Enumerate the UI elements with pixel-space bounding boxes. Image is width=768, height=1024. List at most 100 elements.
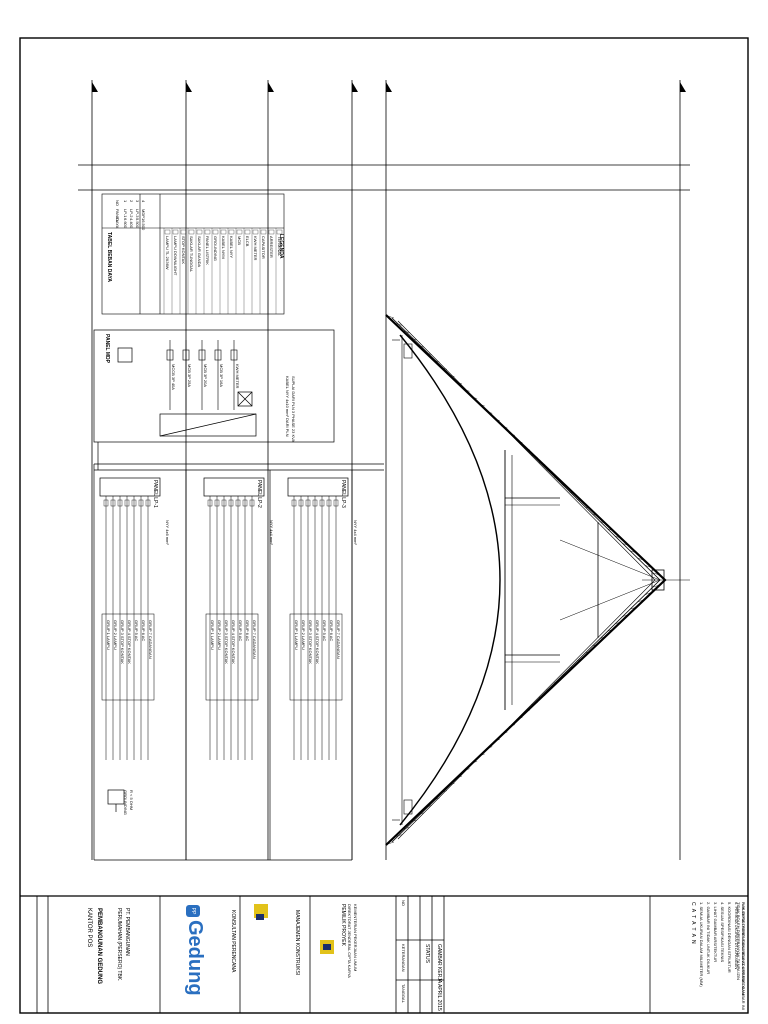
legend-rows (163, 228, 283, 314)
circuit-breaker (117, 499, 123, 507)
circuit-label: GRUP 6 AC (245, 620, 250, 642)
hatch-top (425, 352, 432, 355)
hatch-top (523, 447, 531, 451)
hatch-top (395, 323, 402, 326)
hatch-bottom (584, 651, 591, 654)
table-cell: LP-1 (123, 209, 128, 218)
hatch-top (569, 491, 576, 495)
hatch-top (539, 462, 546, 465)
hatch-top (561, 484, 568, 487)
hatch-bottom (599, 636, 606, 639)
date-value: APRIL 2015 (436, 984, 442, 1011)
table-header-cell: DAYA (115, 218, 120, 229)
circuit-label: GRUP 7 CADANGAN (252, 620, 257, 659)
hatch-bottom (463, 768, 470, 771)
incoming-note: KABEL NYY 4x10 mm² DARI PLN (285, 376, 290, 437)
legend-item: KABEL NYY (229, 236, 234, 259)
note-item: 5. KOORDINASI DENGAN STRUKTUR (727, 902, 732, 973)
legend-symbol (188, 229, 195, 235)
consultant-logo-base (256, 914, 264, 920)
hatch-bottom (652, 585, 659, 588)
hatch-bottom (554, 680, 561, 683)
table-cell: 2 (129, 200, 134, 203)
legend-item: ARRESTER (269, 236, 274, 258)
circuit-label: GRUP 6 AC (329, 620, 334, 642)
hatch-top (622, 543, 629, 546)
legend-symbol (164, 229, 171, 235)
hatch-top (614, 535, 621, 539)
hatch-top (501, 425, 508, 429)
note-item: 4. SESUAI SPESIFIKASI TEKNIS (720, 902, 725, 963)
feeder-bus (93, 442, 384, 861)
legend-item: KABEL NYM (221, 236, 226, 259)
circuit-label: GRUP 4 STOP KONTAK (127, 620, 132, 664)
agency-title: PEMILIK PROYEK (340, 904, 346, 946)
hatch-top (516, 440, 523, 443)
sheet-border (19, 37, 749, 1014)
roof-section (385, 314, 690, 846)
hatch-top (637, 557, 644, 561)
legend-item: KWH METER (253, 236, 258, 261)
sub-panel-box (203, 477, 265, 497)
hatch-top (387, 315, 395, 319)
hatch-bottom (607, 629, 614, 632)
hatch-bottom (501, 731, 508, 735)
company-logo-badge: PP (186, 905, 200, 917)
legend-item: TERMINAL (277, 236, 282, 257)
hatch-bottom (425, 805, 432, 808)
hatch-bottom (493, 739, 500, 742)
hatch-top (554, 477, 561, 480)
hatch-bottom (546, 687, 553, 691)
hatch-bottom (614, 621, 621, 625)
circuit-breaker (103, 499, 109, 507)
legend-item: LAMPU DOWNLIGHT (173, 236, 178, 276)
circuit-label: GRUP 1 LAMPU (106, 620, 111, 650)
hatch-top (471, 396, 478, 399)
legend-item: ELCB (245, 236, 250, 247)
hatch-bottom (387, 841, 395, 845)
mdp-item-label: MCB 3P 25A (187, 364, 192, 388)
hatch-top (463, 389, 470, 392)
status-value: GAMBAR KERJA (436, 944, 442, 984)
hatch-bottom (644, 592, 651, 595)
circuit-label: GRUP 1 LAMPU (210, 620, 215, 650)
hatch-top (607, 528, 614, 531)
legend-item: PANEL LISTRIK (205, 236, 210, 265)
legend-symbol (276, 229, 283, 235)
hatch-bottom (591, 643, 599, 647)
note-item: 3. LIHAT GAMBAR ARSITEKTUR (713, 902, 718, 963)
sub-panel-box (287, 477, 349, 497)
hatch-top (629, 550, 636, 553)
circuit-breaker (249, 499, 255, 507)
circuit-label: GRUP 5 AC (238, 620, 243, 642)
main-panel-frame (93, 329, 335, 443)
agency-line-2: DIREKTORAT JENDERAL CIPTA KARYA (347, 904, 352, 978)
revision-header-desc: KETERANGAN (401, 944, 406, 972)
legend-symbol (196, 229, 203, 235)
circuit-label: GRUP 2 LAMPU (217, 620, 222, 650)
circuit-breaker (333, 499, 339, 507)
circuit-label: GRUP 1 LAMPU (294, 620, 299, 650)
title-block-grid (36, 896, 651, 1013)
mdp-item-label: MCB 3P 20A (203, 364, 208, 388)
sub-panels (99, 477, 349, 760)
hatch-bottom (478, 753, 485, 757)
legend-item: LAMPU TL 2X36W (165, 236, 170, 270)
hatch-top (486, 411, 493, 414)
hatch-top (493, 418, 500, 421)
sub-panel-label: PANEL LP-3 (340, 480, 346, 508)
circuit-table (289, 613, 343, 701)
hatch-bottom (486, 746, 493, 749)
hatch-top (433, 359, 440, 363)
hatch-bottom (455, 775, 463, 779)
hatch-bottom (410, 819, 417, 823)
hatch-bottom (418, 812, 425, 815)
legend-symbol (180, 229, 187, 235)
contractor-line-1: PT. PEMBANGUNAN (124, 908, 130, 956)
table-cell: 1 (123, 200, 128, 203)
legend-symbol (268, 229, 275, 235)
hatch-top (508, 433, 515, 436)
table-cell: 4.400 (129, 218, 134, 229)
circuit-label: GRUP 4 STOP KONTAK (231, 620, 236, 664)
main-panel-label: PANEL MDP (104, 334, 110, 363)
